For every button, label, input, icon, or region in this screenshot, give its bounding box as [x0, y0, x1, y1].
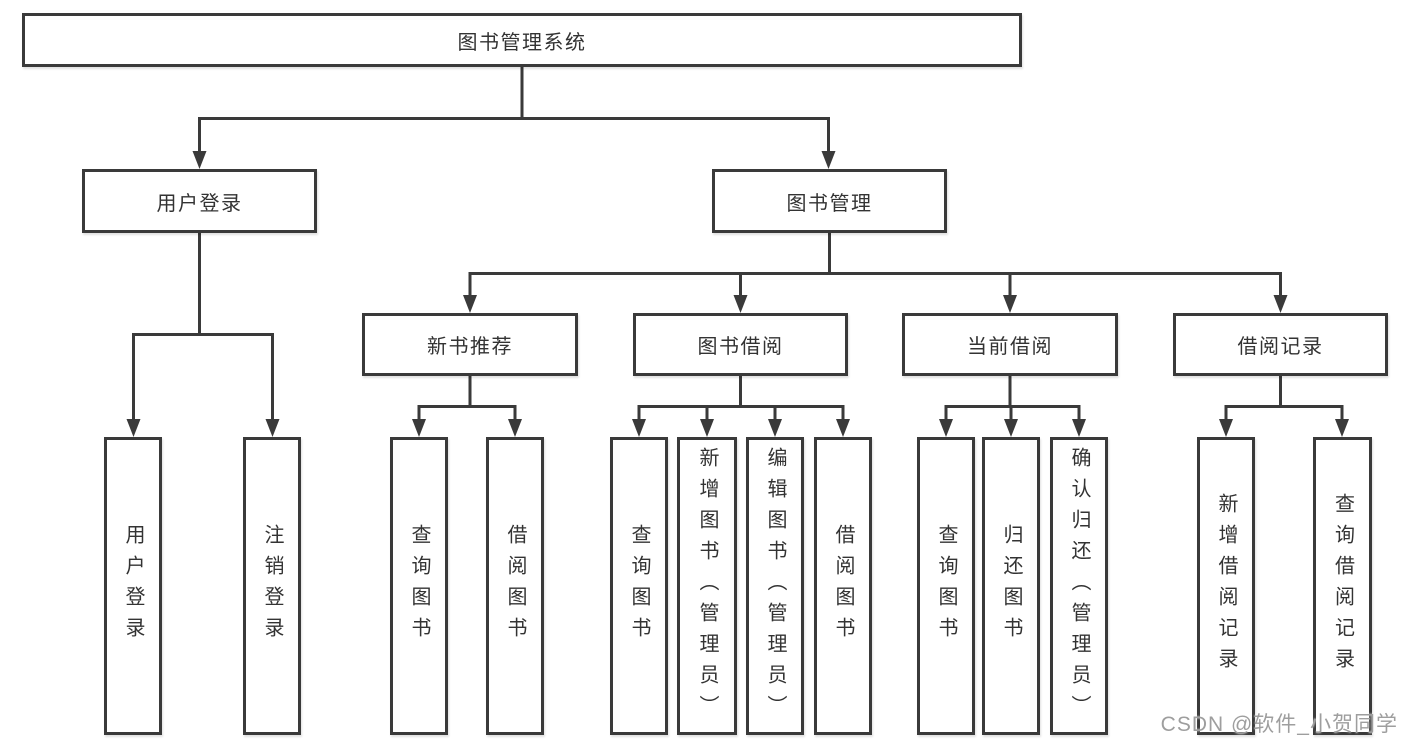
node-book-borrowing: 图书借阅: [633, 313, 848, 376]
node-leaf-confirm-return-admin: 确认归还（管理员）: [1050, 437, 1108, 735]
node-leaf-logout: 注销登录: [243, 437, 301, 735]
node-leaf-confirm-return-admin-label: 确认归还（管理员）: [1068, 446, 1090, 726]
node-leaf-add-borrow-record: 新增借阅记录: [1197, 437, 1255, 735]
node-user-login: 用户登录: [82, 169, 317, 233]
node-system-root: 图书管理系统: [22, 13, 1022, 67]
arrowheads-book-borrowing: [632, 419, 850, 437]
node-new-book-recommendation-label: 新书推荐: [427, 336, 513, 358]
node-leaf-query-borrow-record-label: 查询借阅记录: [1331, 493, 1354, 679]
node-book-borrowing-label: 图书借阅: [697, 336, 784, 358]
node-book-management-label: 图书管理: [786, 192, 873, 215]
node-leaf-return-book-label: 归还图书: [1000, 524, 1022, 648]
node-leaf-borrow-books-2-label: 借阅图书: [832, 524, 854, 648]
node-current-borrowing: 当前借阅: [902, 313, 1118, 376]
node-leaf-borrow-books-1: 借阅图书: [486, 437, 544, 735]
node-borrowing-records: 借阅记录: [1173, 313, 1388, 376]
connector-user-login: [132, 233, 274, 421]
arrowheads-new-book-recommendation: [412, 419, 522, 437]
connector-borrowing-records: [1224, 376, 1344, 421]
node-leaf-return-book: 归还图书: [982, 437, 1040, 735]
node-leaf-edit-book-admin: 编辑图书（管理员）: [746, 437, 804, 735]
node-user-login-label: 用户登录: [156, 192, 243, 215]
node-leaf-add-borrow-record-label: 新增借阅记录: [1215, 493, 1237, 679]
node-leaf-query-books-1-label: 查询图书: [408, 524, 430, 648]
node-leaf-user-login: 用户登录: [104, 437, 162, 735]
node-leaf-borrow-books-2: 借阅图书: [814, 437, 872, 735]
arrowheads-sections: [463, 295, 1288, 313]
node-leaf-logout-label: 注销登录: [261, 524, 283, 648]
node-leaf-user-login-label: 用户登录: [122, 524, 144, 648]
node-leaf-query-books-3: 查询图书: [917, 437, 975, 735]
connector-root-to-level2: [198, 67, 830, 153]
node-book-management: 图书管理: [712, 169, 947, 233]
node-leaf-query-books-2: 查询图书: [610, 437, 668, 735]
arrowheads-user-login: [126, 419, 280, 437]
node-leaf-query-books-3-label: 查询图书: [935, 524, 957, 648]
connector-current-borrowing: [944, 376, 1081, 421]
connector-book-borrowing: [637, 376, 845, 421]
arrowheads-level2: [192, 151, 836, 169]
arrowheads-borrowing-records: [1219, 419, 1349, 437]
watermark: CSDN @软件_小贺同学: [1160, 713, 1398, 736]
node-leaf-query-borrow-record: 查询借阅记录: [1313, 437, 1372, 735]
connector-book-management: [468, 232, 1282, 299]
connector-new-book-recommendation: [417, 376, 517, 421]
node-borrowing-records-label: 借阅记录: [1237, 336, 1324, 358]
node-leaf-borrow-books-1-label: 借阅图书: [504, 524, 526, 648]
node-leaf-add-book-admin: 新增图书（管理员）: [677, 437, 737, 735]
node-new-book-recommendation: 新书推荐: [362, 313, 578, 376]
node-leaf-query-books-2-label: 查询图书: [628, 524, 650, 648]
node-current-borrowing-label: 当前借阅: [967, 336, 1053, 358]
node-leaf-edit-book-admin-label: 编辑图书（管理员）: [764, 446, 786, 726]
node-leaf-add-book-admin-label: 新增图书（管理员）: [696, 446, 718, 726]
arrowheads-current-borrowing: [939, 419, 1086, 437]
node-system-root-label: 图书管理系统: [457, 31, 587, 54]
node-leaf-query-books-1: 查询图书: [390, 437, 448, 735]
